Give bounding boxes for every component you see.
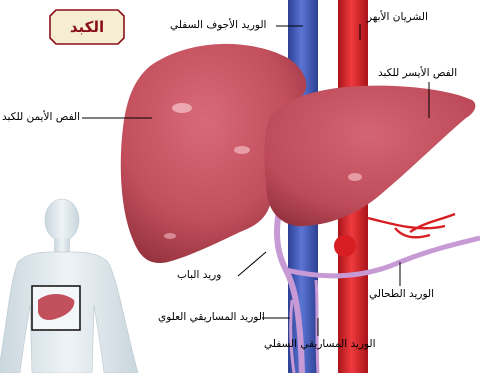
artery-cross-section bbox=[334, 235, 356, 257]
label-inferior-vena-cava: الوريد الأجوف السفلي bbox=[170, 20, 266, 31]
liver-thumbnail bbox=[32, 286, 80, 330]
liver-left-lobe bbox=[264, 86, 475, 227]
label-right-lobe: الفص الأيمن للكبد bbox=[2, 112, 80, 123]
label-portal-vein: وريد الباب bbox=[177, 270, 221, 281]
liver-highlight bbox=[348, 173, 362, 181]
page-title: الكبد bbox=[50, 10, 124, 44]
label-left-lobe: الفص الأيسر للكبد bbox=[378, 68, 457, 79]
label-superior-mesenteric-vein: الوريد المساريقي العلوي bbox=[158, 312, 265, 323]
label-splenic-vein: الوريد الطحالي bbox=[369, 289, 434, 300]
liver-highlight bbox=[164, 233, 176, 239]
label-inferior-mesenteric-vein: الوريد المساريقي السفلي bbox=[264, 339, 376, 350]
label-aorta: الشريان الأبهر bbox=[367, 12, 428, 23]
liver-highlight bbox=[234, 146, 250, 154]
liver-highlight bbox=[172, 103, 192, 113]
arterial-branches bbox=[368, 214, 455, 237]
